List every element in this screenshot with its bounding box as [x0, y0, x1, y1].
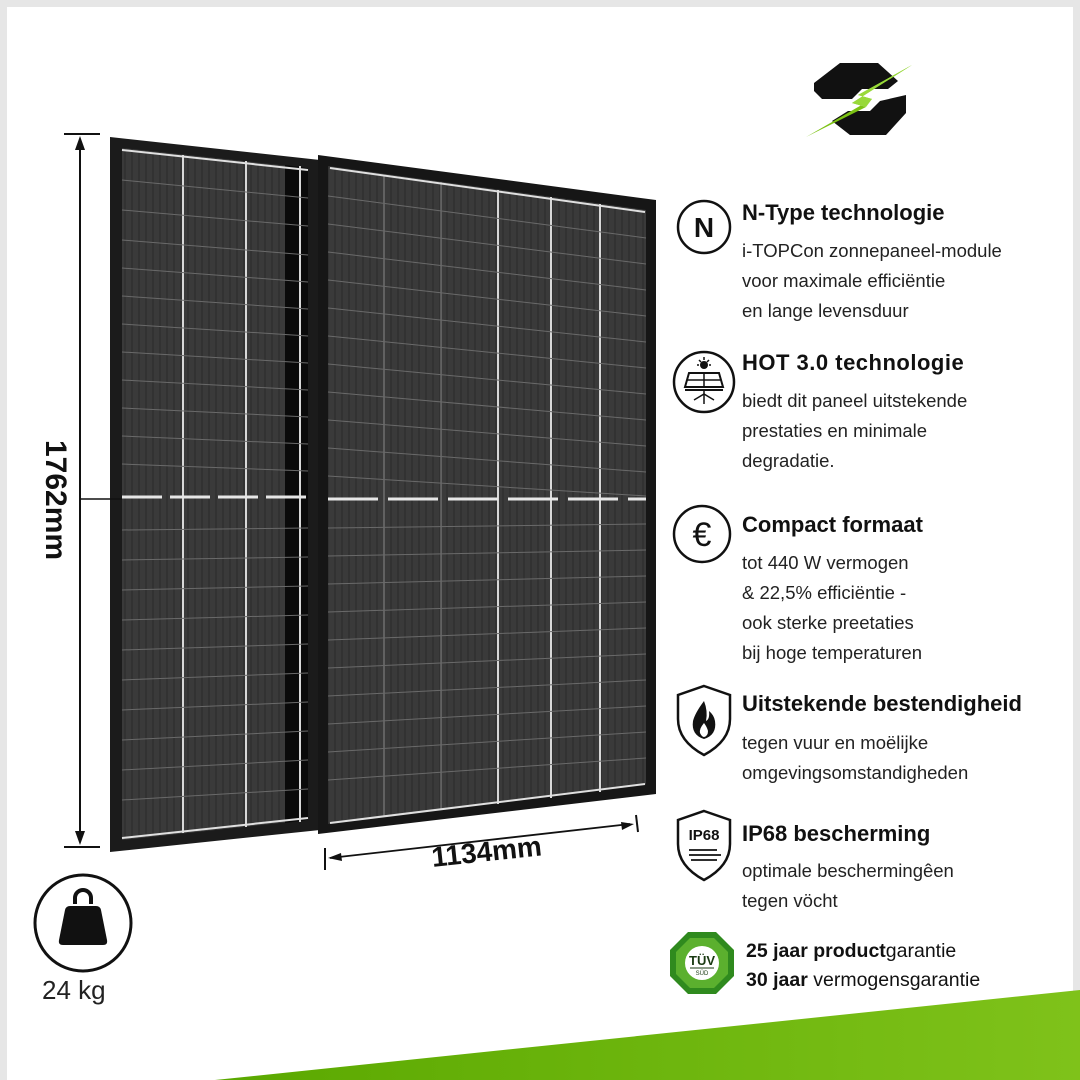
feature-title: IP68 bescherming [742, 821, 931, 846]
feature-title: Uitstekende bestendigheid [742, 691, 1022, 716]
product-warranty-line: 25 jaar productgarantie [746, 940, 957, 962]
height-dimension-line [64, 133, 122, 848]
svg-text:IP68: IP68 [689, 827, 720, 844]
lightning-bolt-s-logo-icon [806, 63, 912, 137]
svg-text:N: N [694, 212, 714, 243]
ip68-shield-icon: IP68 [676, 809, 732, 882]
width-dimension-line [324, 814, 639, 870]
svg-text:TÜV: TÜV [689, 953, 715, 968]
power-warranty-line: 30 jaar vermogensgarantie [746, 969, 981, 991]
euro-icon: € [672, 504, 732, 564]
feature-title: N-Type technologie [742, 200, 945, 225]
tuv-badge-icon: TÜV SÜD [670, 932, 734, 994]
feature-description: biedt dit paneel uitstekende prestaties … [742, 390, 968, 471]
weight-label: 24 kg [42, 975, 106, 1005]
feature-description: optimale beschermingêen tegen vöcht [742, 860, 954, 911]
feature-description: i-TOPCon zonnepaneel-module voor maximal… [742, 240, 1002, 321]
height-label: 1762mm [39, 439, 72, 561]
n-type-icon: N [676, 199, 732, 255]
solar-panel-sun-icon [672, 350, 736, 414]
front-solar-panel [318, 155, 656, 834]
feature-title: Compact formaat [742, 512, 923, 537]
svg-text:SÜD: SÜD [696, 970, 709, 977]
fire-shield-icon [676, 684, 732, 757]
feature-title: HOT 3.0 technologie [742, 350, 965, 375]
feature-description: tot 440 W vermogen & 22,5% efficiëntie -… [742, 552, 922, 663]
weight-icon [33, 873, 133, 973]
svg-text:€: € [693, 516, 712, 554]
back-solar-panel [110, 137, 320, 852]
feature-description: tegen vuur en moëlijke omgevingsomstandi… [742, 732, 969, 783]
